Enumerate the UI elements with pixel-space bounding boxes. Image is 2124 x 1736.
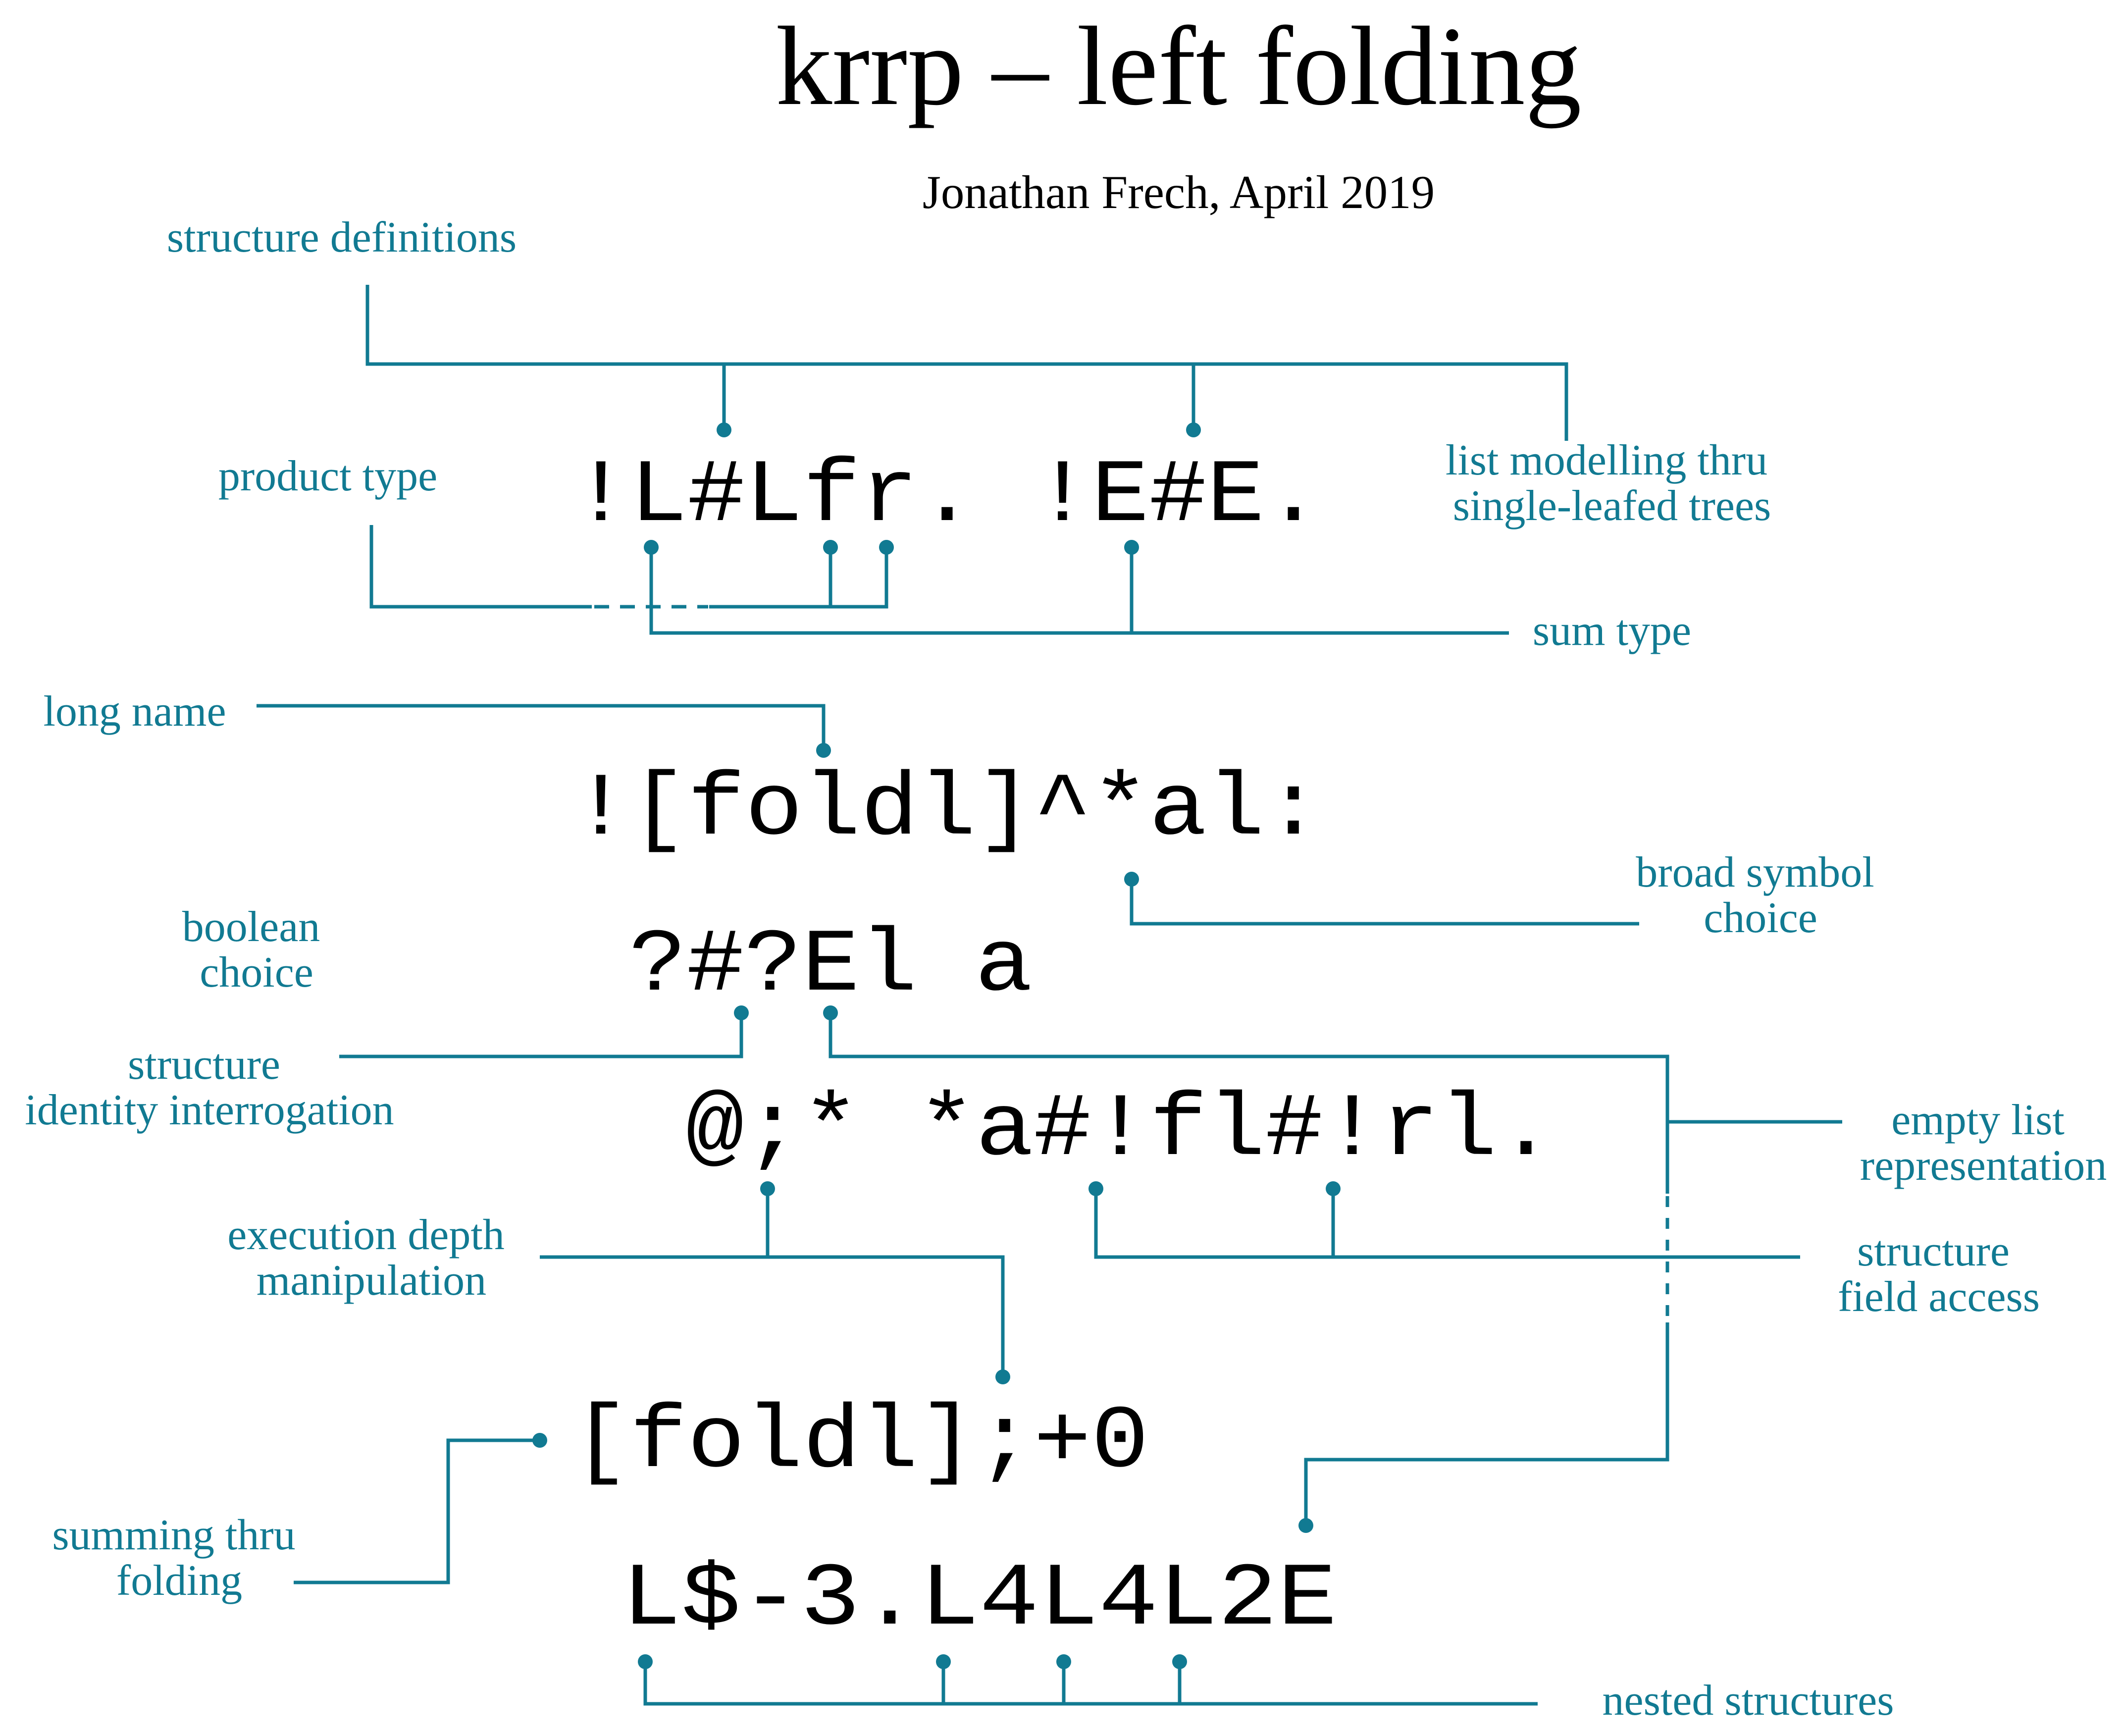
label-summing-thru-folding: summing thru folding	[52, 1511, 306, 1605]
code-line-4: @;* *a#!fl#!rl.	[686, 1080, 1555, 1181]
connector-empty-list	[829, 1013, 1669, 1194]
connector-field-access	[1094, 1189, 1800, 1259]
connector-summing	[294, 1438, 540, 1584]
dot-long-name	[816, 743, 831, 758]
dot-nested-3	[1056, 1654, 1071, 1669]
connector-long-name	[257, 704, 826, 750]
dot-struct-def-2	[1186, 422, 1201, 437]
dot-sum-type-2	[1124, 540, 1139, 555]
dot-nested-1	[638, 1654, 653, 1669]
dot-product-type-1	[823, 540, 838, 555]
code-line-5: [foldl];+0	[572, 1392, 1149, 1493]
dot-summing	[532, 1433, 547, 1448]
dot-execution-depth-target	[995, 1369, 1010, 1384]
connector-structure-definitions	[365, 285, 1568, 441]
code-line-1: !L#Lfr. !E#E.	[572, 446, 1322, 547]
dot-broad-symbol	[1124, 872, 1139, 887]
connector-broad-symbol	[1130, 879, 1639, 926]
label-long-name: long name	[43, 687, 226, 736]
label-empty-list-representation: empty list representation	[1860, 1096, 2107, 1190]
dot-sum-type-1	[644, 540, 659, 555]
label-execution-depth: execution depth manipulation	[227, 1211, 516, 1305]
connector-lines	[257, 285, 1842, 1706]
connector-product-type-right	[709, 547, 888, 609]
dot-empty-list	[823, 1005, 838, 1020]
annotation-labels: structure definitions product type list …	[25, 213, 2107, 1725]
diagram-subtitle: Jonathan Frech, April 2019	[923, 166, 1435, 218]
label-list-modelling: list modelling thru single-leafed trees	[1446, 436, 1778, 530]
dot-field-access-2	[1326, 1181, 1341, 1196]
label-broad-symbol-choice: broad symbol choice	[1636, 848, 1885, 942]
connector-product-type	[369, 525, 592, 609]
connector-dots	[532, 422, 1341, 1669]
connector-nested	[643, 1662, 1538, 1706]
dot-nested-4	[1172, 1654, 1187, 1669]
dot-empty-list-target	[1298, 1518, 1313, 1533]
label-sum-type: sum type	[1533, 607, 1691, 655]
label-product-type: product type	[218, 452, 437, 500]
label-structure-definitions: structure definitions	[167, 213, 517, 262]
label-field-access: structure field access	[1838, 1227, 2040, 1321]
dot-nested-2	[936, 1654, 951, 1669]
label-nested-structures: nested structures	[1603, 1677, 1894, 1725]
code-block: !L#Lfr. !E#E. ![foldl]^*al: ?#?El a @;* …	[572, 446, 1555, 1651]
label-boolean-choice: boolean choice	[182, 903, 331, 997]
dot-product-type-2	[879, 540, 894, 555]
connector-execution-depth	[540, 1255, 1005, 1377]
dot-execution-depth	[760, 1181, 775, 1196]
code-line-2: ![foldl]^*al:	[572, 760, 1322, 861]
connector-identity-interrogation	[339, 1013, 743, 1058]
connector-empty-list-lower	[1304, 1322, 1669, 1526]
dot-identity-interrogation	[734, 1005, 749, 1020]
dot-field-access-1	[1088, 1181, 1103, 1196]
diagram-title: krrp – left folding	[776, 4, 1581, 129]
code-line-3: ?#?El a	[629, 916, 1033, 1017]
connector-sum-type	[649, 547, 1509, 635]
label-identity-interrogation: structure identity interrogation	[25, 1041, 394, 1134]
code-line-6: L$-3.L4L4L2E	[622, 1550, 1337, 1651]
dot-struct-def-1	[717, 422, 731, 437]
